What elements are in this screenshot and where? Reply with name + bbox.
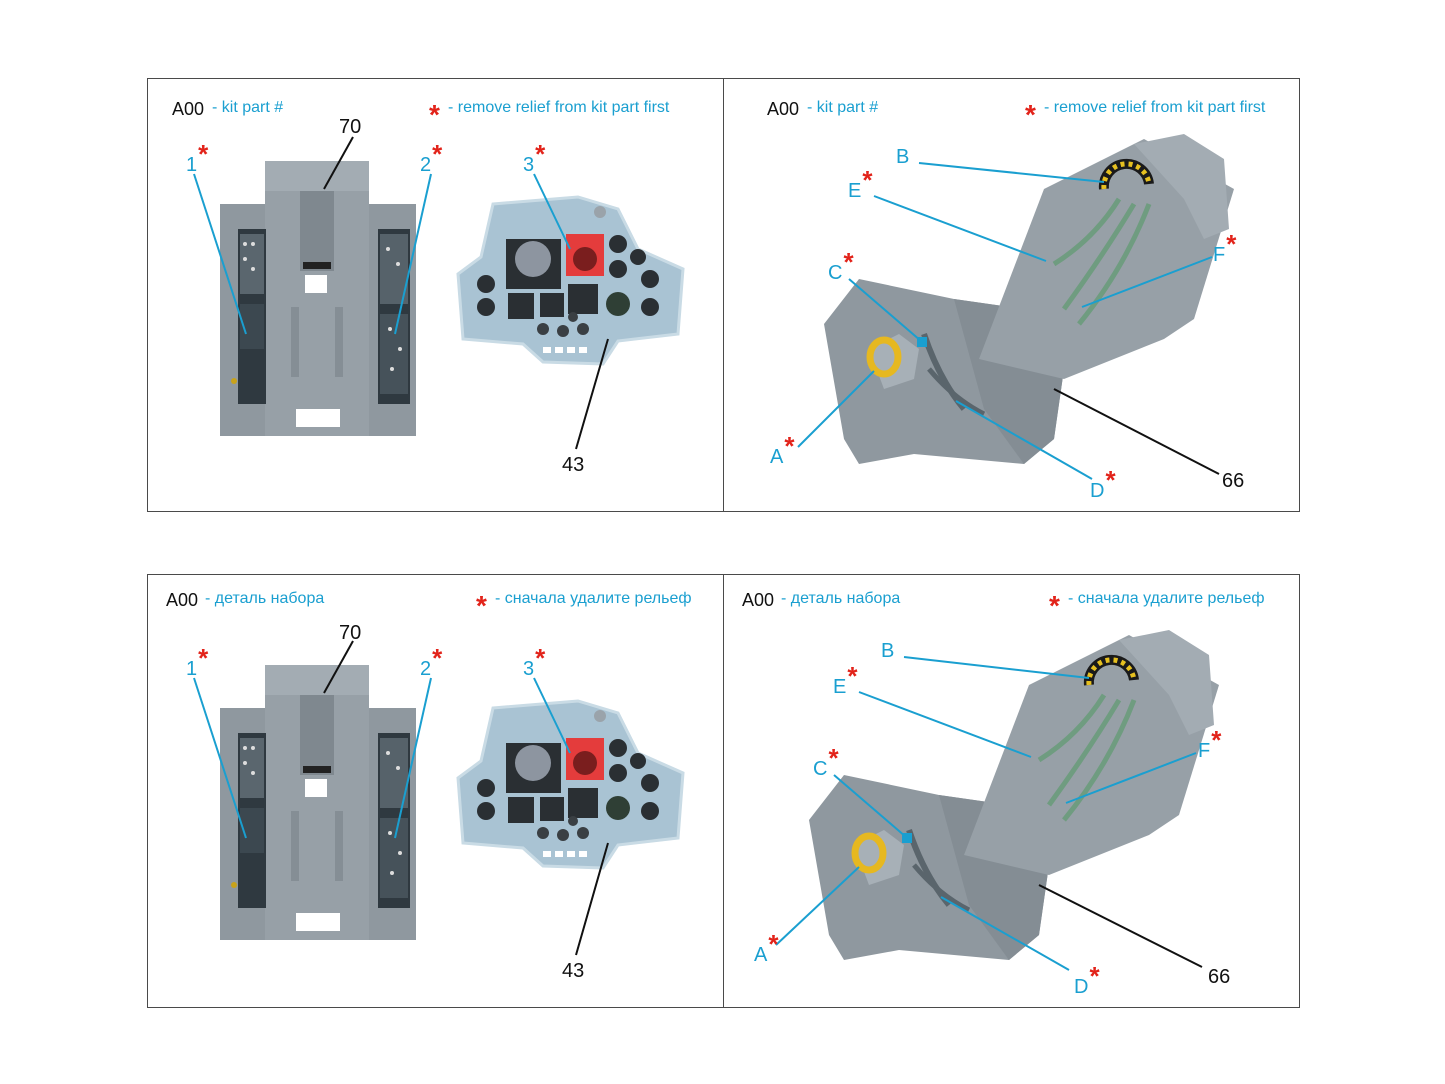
label-3: 3* [523,643,546,680]
label-C: C* [828,247,854,284]
leader-3 [533,677,571,754]
label-1: 1* [186,643,209,680]
panel-seat-english: A00 - kit part # * - remove relief from … [723,78,1300,512]
leader-70 [323,640,354,694]
label-C: C* [813,743,839,780]
leader-2 [394,677,432,839]
leader-D [955,400,1093,480]
label-70: 70 [339,116,362,138]
kit-desc: - деталь набора [205,590,325,607]
ejection-seat [824,134,1234,464]
note-text: - remove relief from kit part first [1044,99,1266,116]
label-43: 43 [562,454,585,476]
cockpit-tub [220,161,416,436]
label-B: B [881,640,895,662]
instrument-panel [456,699,685,870]
leader-E [873,195,1047,262]
leader-D [940,896,1070,971]
label-D: D* [1090,465,1116,502]
note-star: * [476,590,487,621]
panel-tub-russian: A00 - деталь набора * - сначала удалите … [147,574,724,1008]
label-70: 70 [339,622,362,644]
leader-1 [193,677,247,839]
note-star: * [1049,590,1060,621]
label-3: 3* [523,139,546,176]
ejection-seat [809,630,1219,960]
kit-code: A00 [172,99,205,119]
leader-1 [193,173,247,335]
label-E: E* [848,165,873,202]
label-D: D* [1074,961,1100,998]
cockpit-tub-drawing [193,136,685,450]
leader-66 [1053,388,1220,475]
leader-66 [1038,884,1203,968]
leader-F [1081,256,1213,308]
kit-desc: - kit part # [807,99,879,116]
leader-3 [533,173,571,250]
kit-code: A00 [742,590,775,610]
cockpit-tub-drawing [193,640,685,956]
seat-drawing [775,630,1219,971]
leader-70 [323,136,354,190]
cockpit-tub [220,665,416,940]
label-E: E* [833,661,858,698]
label-43: 43 [562,960,585,982]
leader-43 [575,338,609,450]
label-66: 66 [1222,470,1245,492]
label-2: 2* [420,139,443,176]
leader-C [848,278,922,342]
note-star: * [429,99,440,130]
label-1: 1* [186,139,209,176]
leader-A [797,370,875,448]
kit-desc: - kit part # [212,99,284,116]
leader-C [833,774,907,838]
panel-tub-english: A00 - kit part # * - remove relief from … [147,78,724,512]
label-A: A* [754,929,779,966]
seat-drawing [797,134,1234,480]
leader-B [918,162,1105,183]
label-B: B [896,146,910,168]
leader-A [775,866,860,946]
leader-F [1065,752,1197,804]
label-F: F* [1213,229,1237,266]
note-text: - сначала удалите рельеф [495,590,692,607]
note-text: - сначала удалите рельеф [1068,590,1265,607]
label-2: 2* [420,643,443,680]
label-A: A* [770,431,795,468]
instrument-panel [456,195,685,366]
kit-desc: - деталь набора [781,590,901,607]
leader-B [903,656,1090,679]
leader-E [858,691,1032,758]
label-66: 66 [1208,966,1231,988]
kit-code: A00 [767,99,800,119]
kit-code: A00 [166,590,199,610]
panel-seat-russian: A00 - деталь набора * - сначала удалите … [723,574,1300,1008]
note-text: - remove relief from kit part first [448,99,670,116]
leader-2 [394,173,432,335]
note-star: * [1025,99,1036,130]
leader-43 [575,842,609,956]
label-F: F* [1198,725,1222,762]
